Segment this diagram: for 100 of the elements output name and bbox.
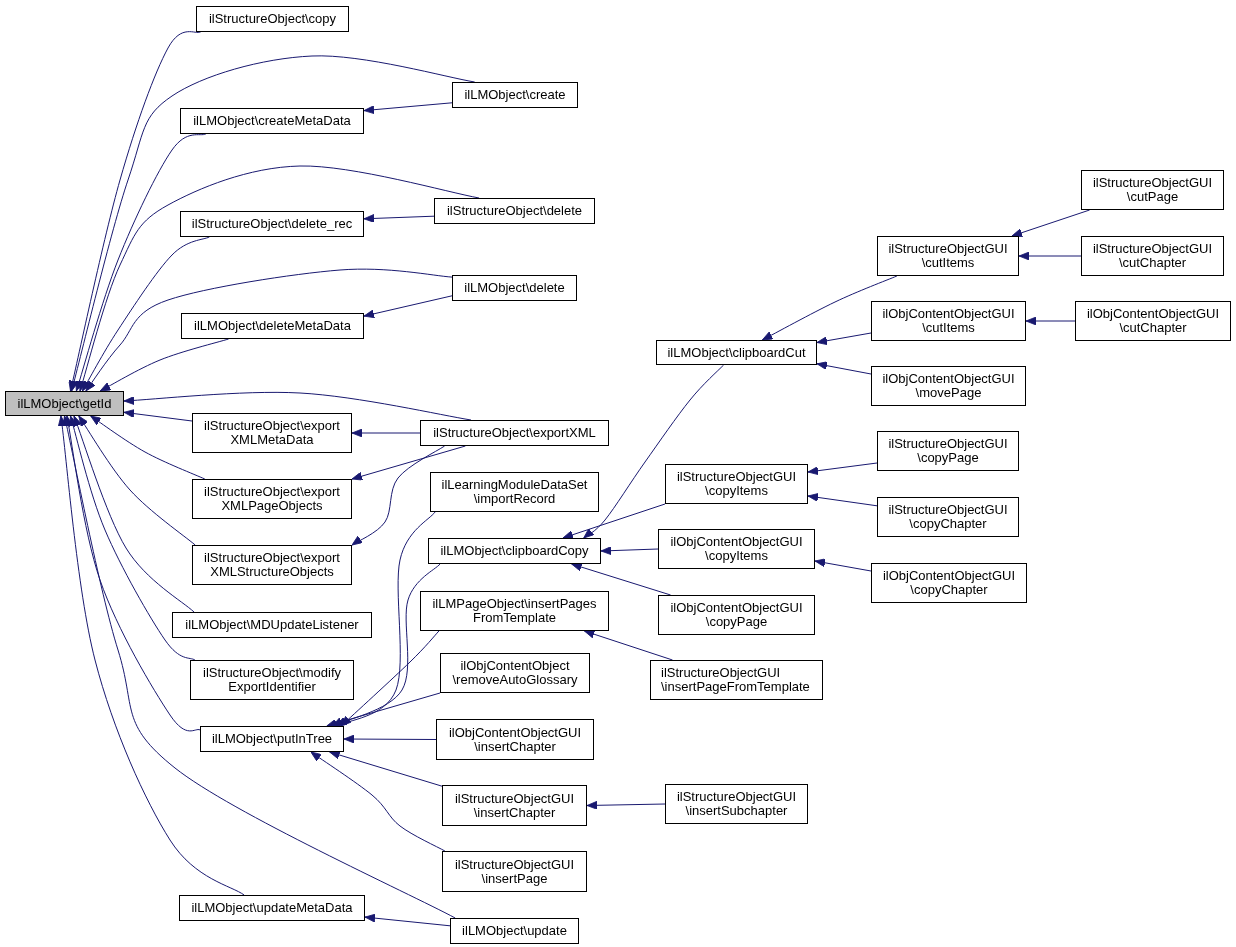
function-name: ilStructureObjectGUI \copyPage <box>887 437 1009 465</box>
call-arrow <box>57 415 245 896</box>
function-name: ilStructureObject\export XMLStructureObjects <box>203 551 341 579</box>
function-box <box>452 82 578 108</box>
call-arrow <box>310 751 446 852</box>
function-box <box>196 6 349 32</box>
function-box <box>434 198 595 224</box>
function-box <box>442 785 587 826</box>
call-arrow <box>329 750 443 787</box>
call-arrow <box>123 409 193 422</box>
function-name: ilLMObject\updateMetaData <box>191 901 353 915</box>
function-box <box>442 851 587 892</box>
function-box <box>428 538 601 564</box>
function-box <box>1081 236 1224 276</box>
function-name: ilStructureObjectGUI \insertPageFromTemplate <box>661 666 811 694</box>
function-box <box>877 431 1019 471</box>
function-name: ilLMObject\deleteMetaData <box>194 319 351 333</box>
function-name: ilStructureObjectGUI \cutItems <box>887 242 1009 270</box>
call-arrow <box>583 629 673 661</box>
function-name: ilLMObject\update <box>462 924 567 938</box>
call-arrow <box>816 332 872 346</box>
function-name: ilStructureObject\export XMLPageObjects <box>203 485 341 513</box>
call-arrow <box>62 415 456 919</box>
function-box <box>877 236 1019 276</box>
call-arrow <box>64 415 201 732</box>
function-box <box>1081 170 1224 210</box>
call-arrow <box>99 338 230 392</box>
function-name: ilObjContentObjectGUI \copyChapter <box>881 569 1017 597</box>
call-arrow <box>73 415 195 613</box>
function-name: ilLMObject\delete <box>464 281 565 295</box>
function-name: ilLMObject\createMetaData <box>193 114 351 128</box>
call-arrow <box>81 236 210 392</box>
function-box <box>656 340 817 365</box>
call-arrow <box>90 415 206 480</box>
function-name: ilStructureObjectGUI \insertPage <box>453 857 576 886</box>
call-arrow <box>600 546 659 556</box>
function-name: ilStructureObjectGUI \copyChapter <box>887 503 1009 531</box>
call-arrow <box>78 415 196 546</box>
call-arrow <box>75 133 207 392</box>
function-box <box>420 591 609 631</box>
function-name: ilStructureObject\copy <box>208 12 337 26</box>
function-box <box>179 895 365 921</box>
function-box <box>192 479 352 519</box>
function-name: ilObjContentObject \removeAutoGlossary <box>451 659 579 687</box>
function-box <box>877 497 1019 537</box>
call-arrow <box>326 692 441 728</box>
function-box <box>1075 301 1231 341</box>
call-arrow <box>814 558 872 572</box>
function-name: ilLMObject\clipboardCut <box>667 345 806 360</box>
function-name: ilLMObject\putInTree <box>211 732 333 746</box>
call-arrow <box>583 364 725 539</box>
function-box <box>190 660 354 700</box>
function-box <box>430 472 599 512</box>
function-box <box>452 275 577 301</box>
call-arrow <box>363 214 435 223</box>
call-arrow <box>363 295 453 319</box>
function-box <box>192 545 352 585</box>
function-box <box>871 563 1027 603</box>
function-box <box>658 595 815 635</box>
call-arrow <box>363 102 453 115</box>
call-arrow <box>351 445 466 481</box>
call-arrow <box>69 415 196 661</box>
function-name: ilObjContentObjectGUI \movePage <box>881 372 1016 400</box>
call-arrow <box>351 445 446 546</box>
call-arrow <box>807 462 878 476</box>
function-name: ilObjContentObjectGUI \copyPage <box>669 601 804 629</box>
function-box <box>172 612 372 638</box>
function-name: ilStructureObjectGUI \insertSubchapter <box>675 790 798 818</box>
function-box <box>871 301 1026 341</box>
function-name: ilStructureObjectGUI \insertChapter <box>453 791 576 820</box>
function-name: ilLMObject\create <box>464 88 566 102</box>
call-arrow <box>1011 209 1091 237</box>
call-arrow <box>562 503 666 540</box>
function-box <box>871 366 1026 406</box>
function-box <box>665 784 808 824</box>
function-name: ilStructureObject\exportXML <box>433 426 596 440</box>
function-box <box>420 420 609 446</box>
function-box <box>436 719 594 760</box>
call-arrow <box>816 361 872 375</box>
function-box <box>5 391 124 416</box>
function-box <box>180 211 364 237</box>
function-name: ilObjContentObjectGUI \copyItems <box>669 535 804 563</box>
call-arrow <box>340 630 440 727</box>
function-name: ilObjContentObjectGUI \insertChapter <box>447 725 583 754</box>
function-name: ilLMObject\MDUpdateListener <box>185 618 359 632</box>
call-arrow <box>807 493 878 507</box>
function-box <box>665 464 808 504</box>
function-box <box>450 918 579 944</box>
function-name: ilLearningModuleDataSet \importRecord <box>440 478 589 506</box>
function-box <box>658 529 815 569</box>
function-name: ilStructureObject\export XMLMetaData <box>203 419 341 447</box>
function-name: ilStructureObjectGUI \cutChapter <box>1091 242 1214 270</box>
function-box <box>180 108 364 134</box>
function-name: ilObjContentObjectGUI \cutChapter <box>1085 307 1221 335</box>
call-arrow <box>1018 251 1082 261</box>
call-arrow <box>571 562 672 596</box>
function-box <box>200 726 344 752</box>
function-name: ilObjContentObjectGUI \cutItems <box>881 307 1016 335</box>
function-name: ilStructureObjectGUI \copyItems <box>675 470 798 498</box>
function-name: ilStructureObjectGUI \cutPage <box>1091 176 1214 204</box>
